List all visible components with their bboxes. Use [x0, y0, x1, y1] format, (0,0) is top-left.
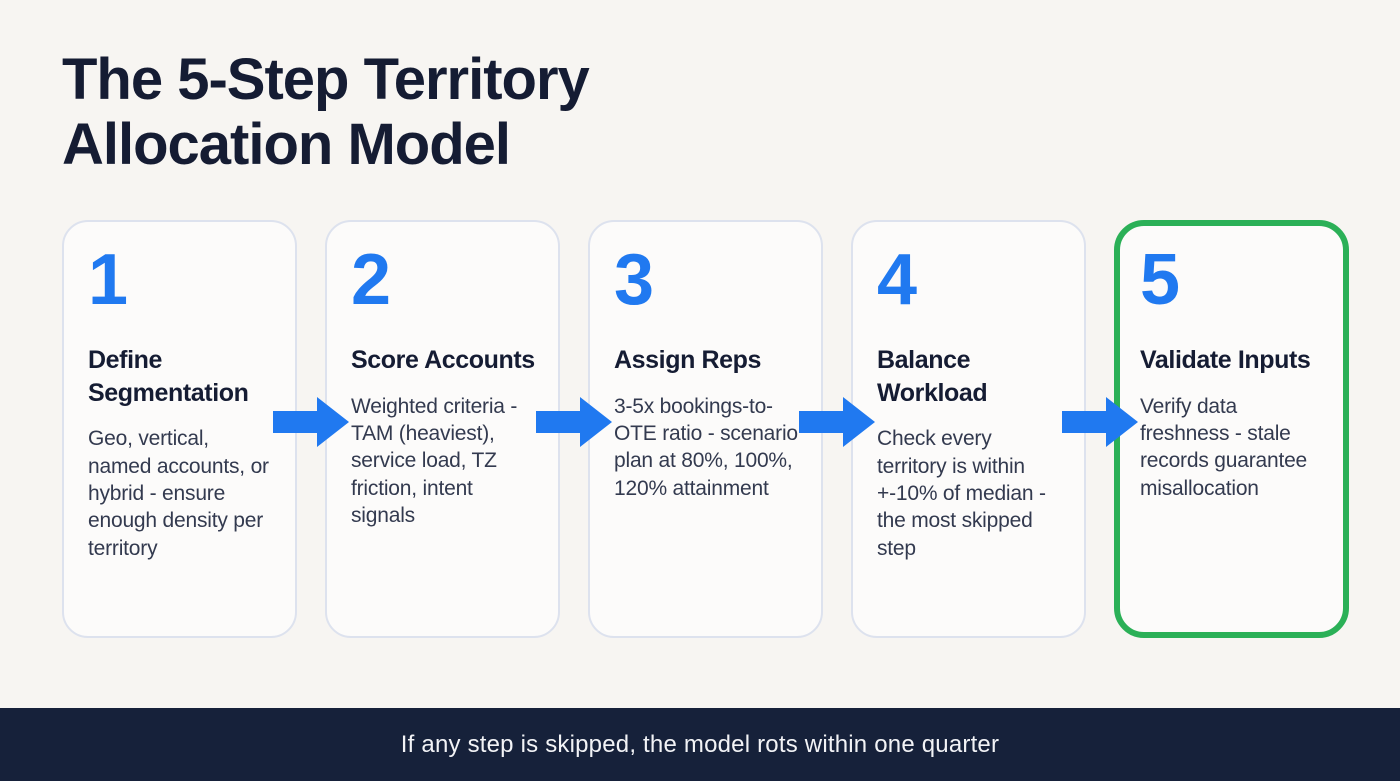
- step-title: Assign Reps: [614, 346, 762, 375]
- step-description: Verify data freshness - stale records gu…: [1140, 394, 1308, 500]
- step-number: 3: [614, 240, 654, 320]
- arrow-right-icon: [799, 393, 875, 451]
- step-description: Check every territory is within +-10% of…: [877, 427, 1046, 560]
- step-description: Weighted criteria - TAM (heaviest), serv…: [351, 394, 518, 528]
- step-description: Geo, vertical, named accounts, or hybrid…: [88, 427, 269, 560]
- steps-row: 1 Define Segmentation Geo, vertical, nam…: [62, 220, 1350, 638]
- step-title: Validate Inputs: [1140, 346, 1311, 375]
- step-title: Score Accounts: [351, 346, 535, 375]
- step-card: 1 Define Segmentation Geo, vertical, nam…: [62, 220, 297, 638]
- footer-note: If any step is skipped, the model rots w…: [400, 730, 1000, 758]
- footer-bar: If any step is skipped, the model rots w…: [0, 708, 1400, 781]
- step-card: 5 Validate Inputs Verify data freshness …: [1114, 220, 1349, 638]
- arrow-right-icon: [536, 393, 612, 451]
- page-title: The 5-Step Territory Allocation Model: [62, 47, 590, 177]
- step-card: 2 Score Accounts Weighted criteria - TAM…: [325, 220, 560, 638]
- step-number: 4: [877, 240, 917, 320]
- step-description: 3-5x bookings-to-OTE ratio - scenario pl…: [614, 394, 798, 500]
- step-card: 3 Assign Reps 3-5x bookings-to-OTE ratio…: [588, 220, 823, 638]
- step-number: 5: [1140, 240, 1180, 320]
- arrow-right-icon: [1062, 393, 1138, 451]
- step-number: 1: [88, 240, 128, 320]
- arrow-right-icon: [273, 393, 349, 451]
- step-number: 2: [351, 240, 391, 320]
- step-title: Balance Workload: [877, 346, 988, 407]
- step-title: Define Segmentation: [88, 346, 249, 407]
- step-card: 4 Balance Workload Check every territory…: [851, 220, 1086, 638]
